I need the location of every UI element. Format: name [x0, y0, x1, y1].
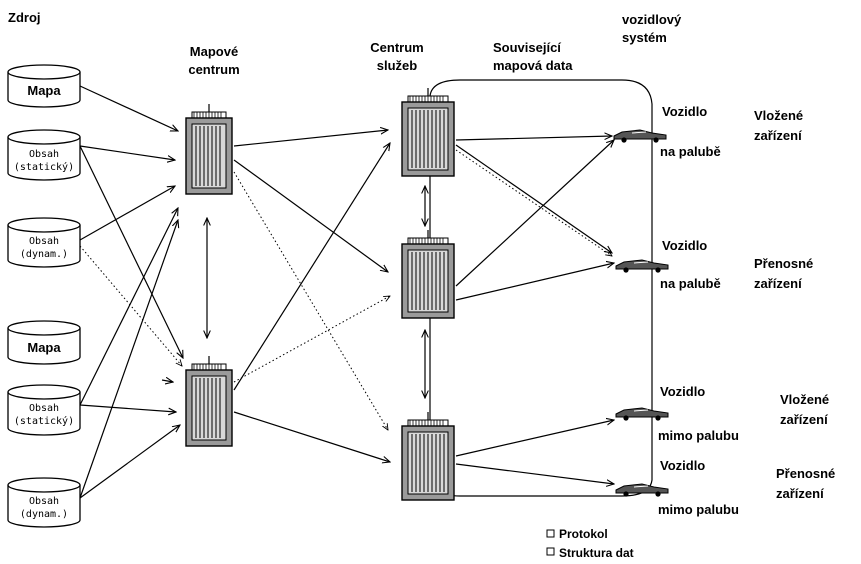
- vehicle-4-sublabel: mimo palubu: [658, 502, 739, 517]
- source-db-content-dynamic-2: Obsah (dynam.): [7, 477, 81, 528]
- source-db-label: Obsah: [29, 236, 59, 247]
- device-2-sublabel: zařízení: [754, 276, 802, 291]
- map-center-server-1: [185, 104, 233, 195]
- header-vehicle-system-line2: systém: [622, 30, 667, 45]
- header-service-center-line1: Centrum: [370, 40, 423, 55]
- vehicle-2-label: Vozidlo: [662, 238, 707, 253]
- header-map-center-line2: centrum: [188, 62, 239, 77]
- source-db-label: Mapa: [27, 340, 61, 355]
- device-4-sublabel: zařízení: [776, 486, 824, 501]
- device-1-sublabel: zařízení: [754, 128, 802, 143]
- service-center-arrows: [455, 136, 614, 484]
- device-2-label: Přenosné: [754, 256, 813, 271]
- header-vehicle-system-line1: vozidlový: [622, 12, 682, 27]
- vehicle-1-car-icon: [613, 129, 667, 143]
- source-db-map-1: Mapa: [7, 64, 81, 108]
- source-db-label: Obsah: [29, 149, 59, 160]
- source-db-content-dynamic-1: Obsah (dynam.): [7, 217, 81, 268]
- source-db-sublabel: (dynam.): [20, 509, 68, 520]
- source-db-content-static-2: Obsah (statický): [7, 384, 81, 436]
- header-related-data-line2: mapová data: [493, 58, 573, 73]
- header-service-center-line2: služeb: [377, 58, 418, 73]
- service-ring-line: [429, 79, 653, 497]
- legend-protocol-marker: [546, 529, 555, 538]
- source-db-label: Obsah: [29, 403, 59, 414]
- vehicle-1-sublabel: na palubě: [660, 144, 721, 159]
- source-db-sublabel: (statický): [14, 415, 74, 427]
- device-4-label: Přenosné: [776, 466, 835, 481]
- vehicle-3-car-icon: [615, 407, 669, 421]
- vehicle-2-car-icon: [615, 259, 669, 273]
- device-3-sublabel: zařízení: [780, 412, 828, 427]
- map-center-arrows: [233, 130, 390, 462]
- header-map-center-line1: Mapové: [190, 44, 238, 59]
- legend-data-structure: Struktura dat: [559, 546, 634, 560]
- device-3-label: Vložené: [780, 392, 829, 407]
- header-related-data-line1: Související: [493, 40, 561, 55]
- vehicle-group: [613, 129, 669, 497]
- legend: Protokol Struktura dat: [546, 527, 634, 560]
- source-db-label: Mapa: [27, 83, 61, 98]
- legend-data-structure-marker: [546, 547, 555, 556]
- vehicle-4-label: Vozidlo: [660, 458, 705, 473]
- vehicle-4-car-icon: [615, 483, 669, 497]
- device-1-label: Vložené: [754, 108, 803, 123]
- legend-protocol: Protokol: [559, 527, 608, 541]
- server-group: [185, 88, 455, 501]
- source-arrows: [79, 85, 183, 499]
- vehicle-1-label: Vozidlo: [662, 104, 707, 119]
- service-center-server-3: [401, 412, 455, 501]
- map-center-server-2: [185, 356, 233, 447]
- vehicle-2-sublabel: na palubě: [660, 276, 721, 291]
- service-center-server-1: [401, 88, 455, 177]
- service-center-server-2: [401, 230, 455, 319]
- header-source: Zdroj: [8, 10, 41, 25]
- vehicle-3-label: Vozidlo: [660, 384, 705, 399]
- source-db-label: Obsah: [29, 496, 59, 507]
- source-db-sublabel: (dynam.): [20, 249, 68, 260]
- vehicle-3-sublabel: mimo palubu: [658, 428, 739, 443]
- source-db-sublabel: (statický): [14, 161, 74, 173]
- source-db-map-2: Mapa: [7, 320, 81, 365]
- source-db-content-static-1: Obsah (statický): [7, 129, 81, 181]
